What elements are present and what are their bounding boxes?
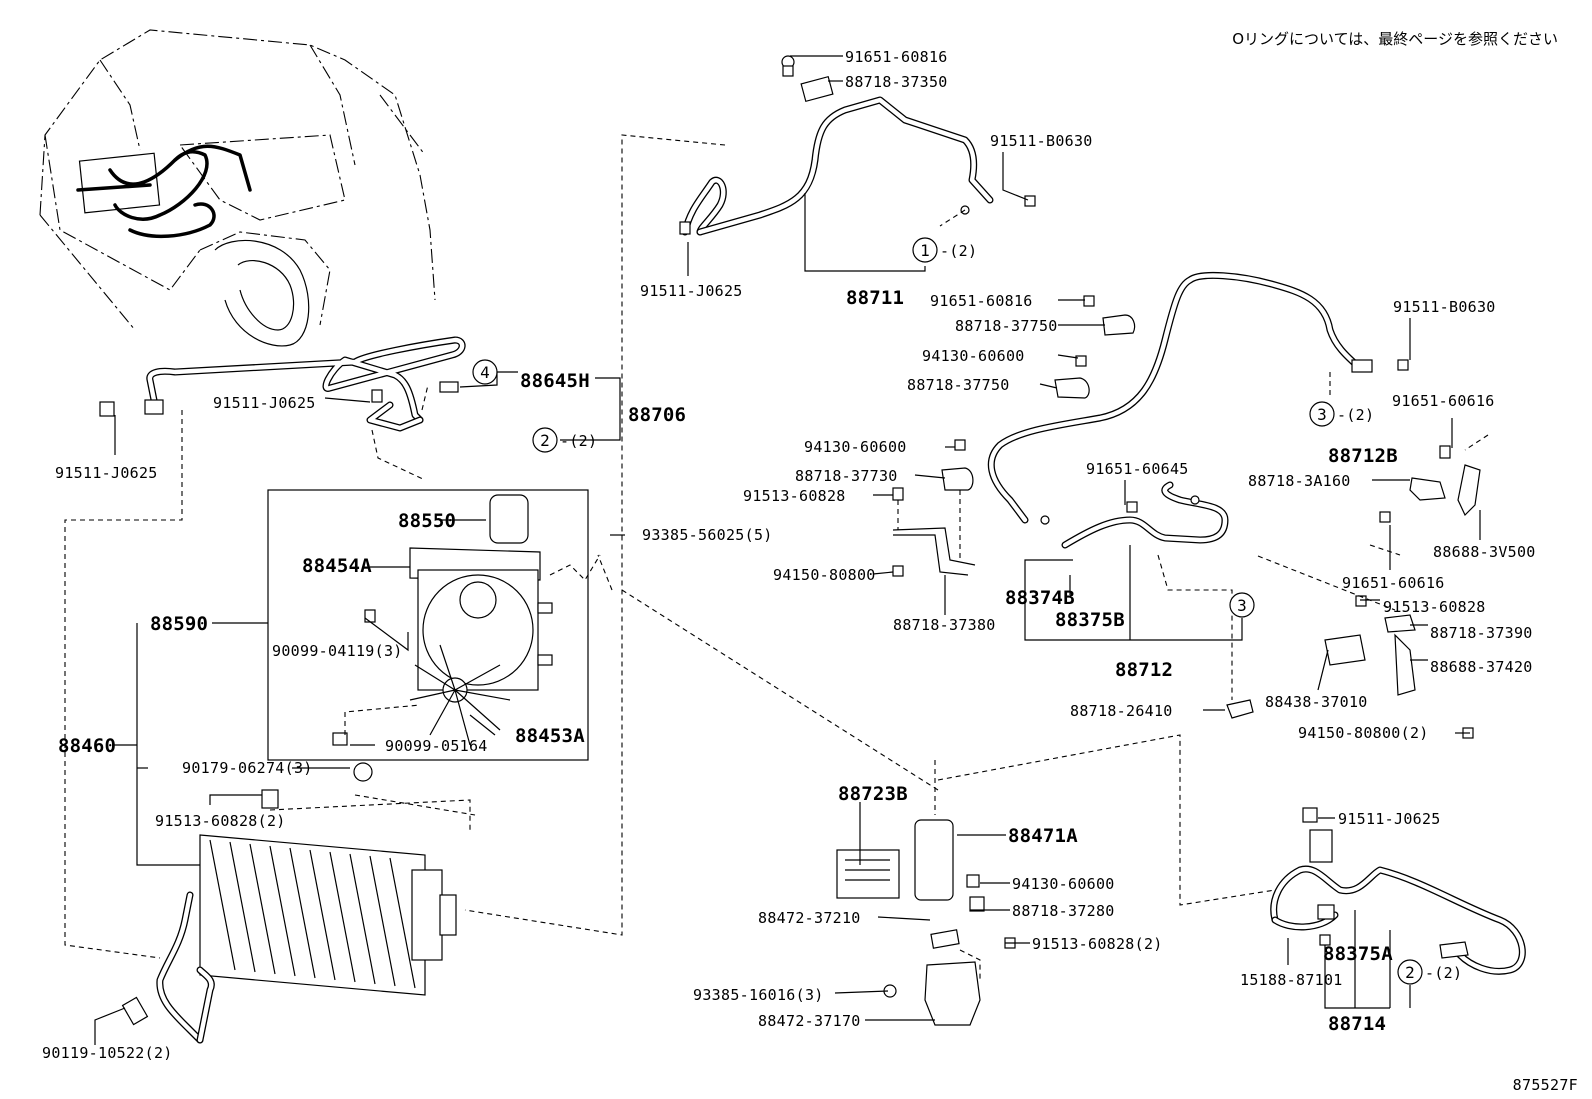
label-circle2-qty: -(2): [560, 432, 597, 450]
label-88718-37390: 88718-37390: [1430, 624, 1533, 642]
label-94150-80800-2: 94150-80800(2): [1298, 724, 1429, 742]
label-88472-37170: 88472-37170: [758, 1012, 861, 1030]
label-88718-26410: 88718-26410: [1070, 702, 1173, 720]
pipe-88711: [679, 55, 1036, 236]
callout-2a-number: 2: [540, 431, 550, 450]
callout-3a: 3: [1309, 401, 1335, 427]
label-88471A: 88471A: [1008, 825, 1078, 847]
callout-4-number: 4: [480, 363, 490, 382]
label-88718-3A160: 88718-3A160: [1248, 472, 1351, 490]
label-91513-60828-right: 91513-60828: [1383, 598, 1486, 616]
label-circle2b-qty: -(2): [1425, 964, 1462, 982]
label-15188-87101: 15188-87101: [1240, 971, 1343, 989]
label-88645H: 88645H: [520, 370, 590, 392]
label-91513-60828-2-left: 91513-60828(2): [155, 812, 286, 830]
label-88711: 88711: [846, 287, 904, 309]
label-88472-37210: 88472-37210: [758, 909, 861, 927]
callout-1-number: 1: [920, 241, 930, 260]
leader-lines: [94, 55, 1481, 1045]
o-ring-note: Oリングについては、最終ページを参照ください: [1232, 30, 1558, 48]
label-91651-60616-a: 91651-60616: [1392, 392, 1495, 410]
label-88375A: 88375A: [1323, 943, 1393, 965]
label-88460: 88460: [58, 735, 116, 757]
label-90099-05164: 90099-05164: [385, 737, 488, 755]
label-88714: 88714: [1328, 1013, 1386, 1035]
label-88438-37010: 88438-37010: [1265, 693, 1368, 711]
callout-2b: 2: [1397, 959, 1423, 985]
fan-assembly: [332, 494, 601, 746]
brackets-right: [1226, 445, 1481, 739]
label-88374B: 88374B: [1005, 587, 1075, 609]
label-88688-37420: 88688-37420: [1430, 658, 1533, 676]
label-88718-37730: 88718-37730: [795, 467, 898, 485]
label-88375B: 88375B: [1055, 609, 1125, 631]
label-88718-37350: 88718-37350: [845, 73, 948, 91]
label-circle1-qty: -(2): [940, 242, 977, 260]
label-88718-37280: 88718-37280: [1012, 902, 1115, 920]
label-94150-80800: 94150-80800: [773, 566, 876, 584]
callout-2b-number: 2: [1405, 963, 1415, 982]
pipe-88712: [987, 271, 1409, 549]
label-91651-60816-top: 91651-60816: [845, 48, 948, 66]
connection-lines: [64, 134, 1489, 959]
label-90099-04119: 90099-04119(3): [272, 642, 403, 660]
label-88688-3V500: 88688-3V500: [1433, 543, 1536, 561]
label-91651-60645: 91651-60645: [1086, 460, 1189, 478]
label-88718-37380: 88718-37380: [893, 616, 996, 634]
label-88718-37750-a: 88718-37750: [955, 317, 1058, 335]
label-93385-16016: 93385-16016(3): [693, 986, 824, 1004]
label-88712: 88712: [1115, 659, 1173, 681]
label-91511-J0625-bottom: 91511-J0625: [1338, 810, 1441, 828]
callout-1: 1: [912, 237, 938, 263]
pipe-88706: [99, 336, 466, 432]
label-88454A: 88454A: [302, 555, 372, 577]
label-91651-60616-b: 91651-60616: [1342, 574, 1445, 592]
figure-id: 875527F: [1513, 1076, 1578, 1094]
label-94130-60600-b: 94130-60600: [804, 438, 907, 456]
callout-3b: 3: [1229, 592, 1255, 618]
label-88706: 88706: [628, 404, 686, 426]
label-91513-60828-mid: 91513-60828: [743, 487, 846, 505]
pipe-88714: [1270, 807, 1526, 975]
label-circle3-qty: -(2): [1337, 406, 1374, 424]
label-88718-37750-b: 88718-37750: [907, 376, 1010, 394]
label-91651-60816-mid: 91651-60816: [930, 292, 1033, 310]
label-94130-60600-c: 94130-60600: [1012, 875, 1115, 893]
label-94130-60600-a: 94130-60600: [922, 347, 1025, 365]
receiver-drier: [836, 760, 1016, 1026]
condenser-88460: [121, 762, 476, 1044]
label-90119-10522: 90119-10522(2): [42, 1044, 173, 1062]
label-88550: 88550: [398, 510, 456, 532]
vehicle-sketch: [39, 29, 436, 347]
label-88712B: 88712B: [1328, 445, 1398, 467]
callout-4: 4: [472, 359, 498, 385]
label-88723B: 88723B: [838, 783, 908, 805]
label-91511-B0630-top: 91511-B0630: [990, 132, 1093, 150]
label-90179-06274: 90179-06274(3): [182, 759, 313, 777]
label-88453A: 88453A: [515, 725, 585, 747]
label-88590: 88590: [150, 613, 208, 635]
fan-assembly-box: [267, 489, 589, 761]
label-91511-J0625-upper: 91511-J0625: [640, 282, 743, 300]
label-93385-56025: 93385-56025(5): [642, 526, 773, 544]
label-91511-B0630-right: 91511-B0630: [1393, 298, 1496, 316]
clamps-center: [892, 295, 1136, 577]
callout-2a: 2: [532, 427, 558, 453]
callout-3b-number: 3: [1237, 596, 1247, 615]
label-91511-J0625-mid: 91511-J0625: [213, 394, 316, 412]
callout-3a-number: 3: [1317, 405, 1327, 424]
label-91511-J0625-left: 91511-J0625: [55, 464, 158, 482]
label-91513-60828-2-bottom: 91513-60828(2): [1032, 935, 1163, 953]
